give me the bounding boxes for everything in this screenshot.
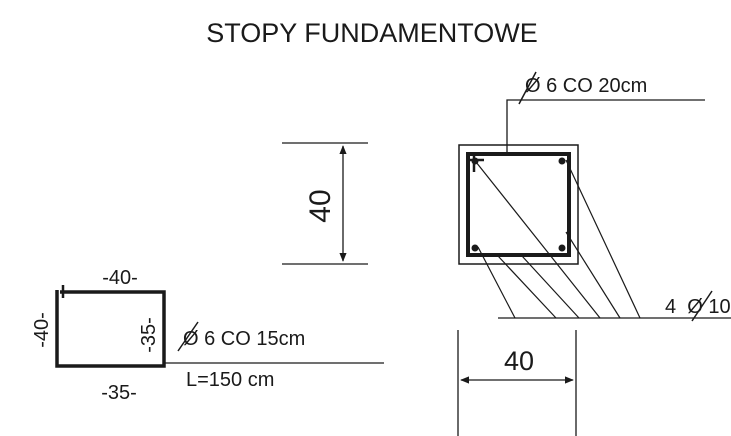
bar-leader-5: [565, 231, 621, 319]
main-bars-label: 4 Ø 10: [665, 296, 731, 318]
section-height-value: 40: [304, 189, 337, 222]
bar-leader-1: [475, 161, 601, 319]
stirrup-leader: [506, 99, 705, 154]
stirrup-shape: [55, 290, 166, 368]
bar-leader-6: [521, 255, 580, 319]
stirrup-bottom-dimension: -35-: [101, 382, 137, 404]
stirrup-detail: -40- -35- -40- -35- Ø 6 CO 15cm L=150 cm: [31, 267, 384, 404]
section-width-value: 40: [504, 346, 534, 376]
section-stirrup-label: Ø 6 CO 20cm: [525, 75, 647, 97]
stirrup-bar-label: Ø 6 CO 15cm: [183, 328, 305, 350]
stirrup-left-dimension: -40-: [31, 312, 53, 348]
stirrup-leader-slash: [518, 71, 537, 105]
concrete-outline: [458, 144, 579, 265]
section-stirrup: [466, 152, 571, 257]
stirrup-length-label: L=150 cm: [186, 369, 274, 391]
stirrup-right-dimension: -35-: [138, 317, 160, 353]
bar-leader-3: [497, 255, 557, 319]
main-bar-top-right: [558, 157, 566, 165]
main-bar-bottom-right: [558, 244, 566, 252]
bar-leader-4: [565, 159, 641, 319]
column-cross-section: Ø 6 CO 20cm 4 Ø 10 40: [457, 71, 731, 436]
stirrup-top-dimension: -40-: [102, 267, 138, 289]
drawing-title: STOPY FUNDAMENTOWE: [206, 18, 538, 48]
main-bar-bottom-left: [471, 244, 479, 252]
main-bars-slash: [691, 290, 713, 322]
section-height-dimension: 40: [282, 142, 368, 265]
stirrup-bar-slash: [177, 321, 199, 352]
bar-leader-2: [477, 246, 516, 319]
